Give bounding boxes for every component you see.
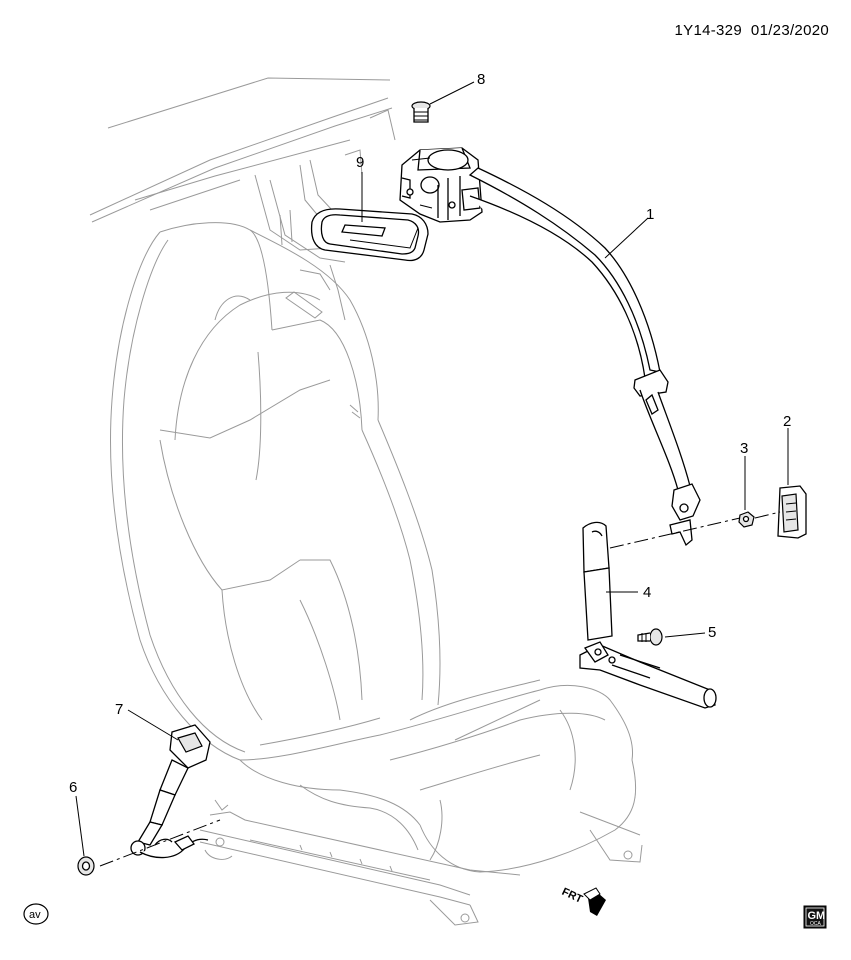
callout-9: 9: [356, 154, 364, 171]
part-6-nut: [77, 856, 95, 876]
vehicle-body-outline: [89, 77, 396, 321]
callout-4: 4: [643, 584, 651, 601]
diagram-date: 01/23/2020: [750, 22, 829, 39]
av-badge: av: [23, 903, 49, 925]
av-label: av: [29, 909, 41, 921]
diagram-id-header: 1Y14-329 01/23/2020: [675, 22, 829, 39]
anchor-rail: [579, 641, 717, 709]
diagram-code: 1Y14-329: [674, 22, 742, 39]
gm-logo-text: GM: [808, 910, 826, 922]
callout-5: 5: [708, 624, 716, 641]
part-5-bolt: [637, 628, 663, 646]
gm-logo: GM OCA: [803, 905, 827, 929]
part-3-nut: [738, 511, 755, 528]
callout-7: 7: [115, 701, 123, 718]
seat-rail-outline: [199, 799, 643, 926]
seat-cushion-outline: [239, 679, 637, 873]
callout-1: 1: [646, 206, 654, 223]
part-9-retractor-bezel: [310, 208, 429, 262]
retractor-assembly: [399, 147, 483, 223]
alignment-lines: [99, 511, 781, 867]
frt-label: FRT: [560, 886, 585, 906]
part-7-buckle: [130, 724, 211, 859]
callout-8: 8: [477, 71, 485, 88]
leader-lines: [75, 81, 789, 857]
gm-logo-subtext: OCA: [810, 921, 822, 927]
part-1-belt-webbing: [468, 167, 701, 547]
part-4-anchor-cover: [582, 521, 613, 641]
part-2-anchor-cover: [777, 485, 807, 539]
callout-3: 3: [740, 440, 748, 457]
callout-labels: 8 9 1 2 3 4 5 6 7: [69, 71, 791, 796]
front-direction-arrow: FRT: [560, 886, 606, 916]
callout-2: 2: [783, 413, 791, 430]
part-8-bolt: [411, 101, 431, 123]
seat-outline: [109, 222, 441, 761]
callout-6: 6: [69, 779, 77, 796]
